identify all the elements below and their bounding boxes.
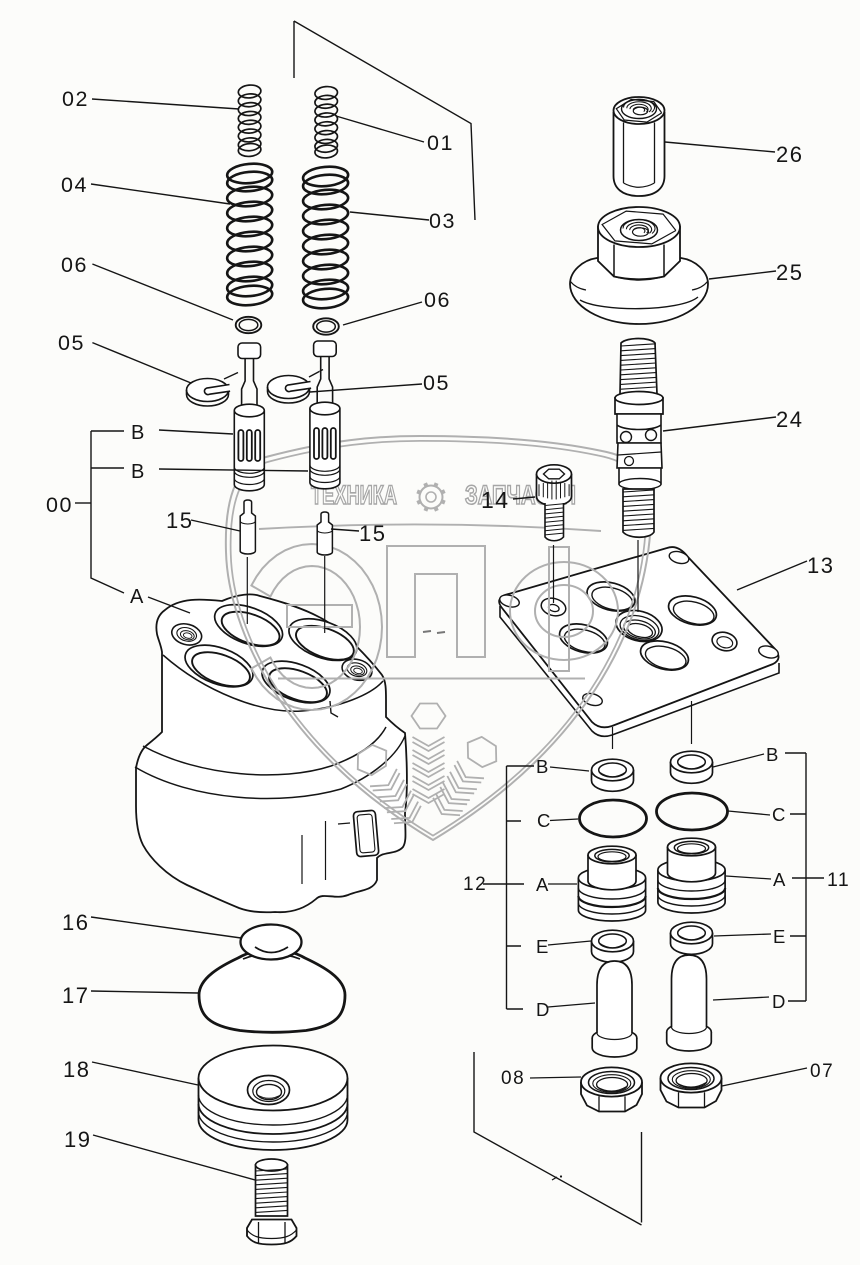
svg-text:18: 18 (63, 1057, 90, 1082)
svg-text:01: 01 (427, 131, 454, 155)
svg-text:B: B (131, 422, 146, 444)
svg-text:D: D (772, 991, 787, 1012)
svg-text:16: 16 (62, 910, 89, 935)
svg-text:26: 26 (776, 142, 803, 167)
svg-text:E: E (536, 936, 550, 957)
svg-text:11: 11 (827, 869, 850, 891)
svg-text:04: 04 (61, 173, 88, 197)
svg-text:C: C (772, 804, 787, 825)
svg-text:03: 03 (429, 209, 456, 233)
svg-text:15: 15 (359, 521, 386, 546)
svg-text:05: 05 (423, 371, 450, 395)
svg-text:00: 00 (46, 493, 73, 517)
svg-text:E: E (773, 926, 787, 947)
svg-text:17: 17 (62, 983, 89, 1008)
svg-text:06: 06 (424, 288, 451, 312)
svg-text:24: 24 (776, 407, 803, 432)
svg-text:B: B (766, 744, 780, 765)
svg-text:15: 15 (166, 508, 193, 533)
svg-text:A: A (130, 586, 145, 608)
svg-text:14: 14 (481, 487, 510, 513)
svg-text:02: 02 (62, 87, 89, 111)
svg-text:08: 08 (501, 1068, 525, 1089)
svg-text:25: 25 (776, 260, 803, 285)
svg-text:06: 06 (61, 253, 88, 277)
svg-text:13: 13 (807, 553, 834, 578)
svg-text:B: B (131, 461, 146, 483)
svg-text:19: 19 (64, 1127, 91, 1152)
svg-text:A: A (773, 869, 787, 890)
svg-text:A: A (536, 874, 550, 895)
svg-text:D: D (536, 999, 551, 1020)
svg-text:B: B (536, 756, 550, 777)
svg-text:05: 05 (58, 331, 85, 355)
svg-text:C: C (537, 810, 552, 831)
svg-text:12: 12 (463, 874, 487, 895)
svg-text:07: 07 (810, 1061, 834, 1082)
